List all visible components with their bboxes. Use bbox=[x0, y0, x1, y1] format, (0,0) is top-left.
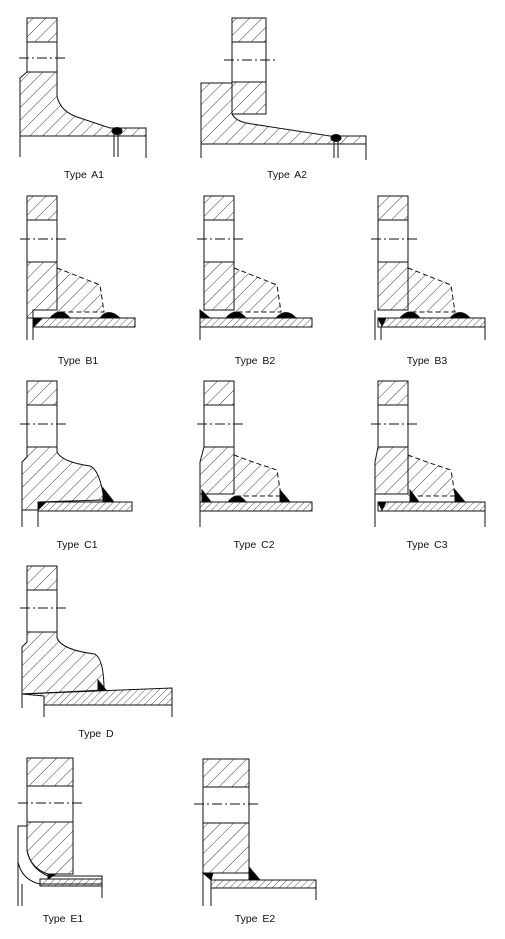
weld-icon bbox=[377, 317, 387, 328]
weld-icon bbox=[226, 495, 248, 503]
label-type-d: Type D bbox=[78, 728, 114, 740]
figure-type-b2 bbox=[197, 195, 313, 340]
label-type-b1: Type B1 bbox=[57, 355, 99, 367]
weld-icon bbox=[377, 501, 387, 512]
weld-icon bbox=[274, 312, 298, 319]
figure-type-e2 bbox=[194, 758, 317, 906]
weld-icon bbox=[454, 488, 467, 503]
figure-type-b1 bbox=[20, 195, 136, 340]
figure-type-e1 bbox=[17, 757, 103, 906]
figure-type-c3 bbox=[371, 380, 486, 527]
weld-icon bbox=[111, 127, 123, 135]
weld-icon bbox=[48, 311, 72, 319]
weld-icon bbox=[409, 488, 420, 503]
figure-type-a1 bbox=[19, 17, 147, 158]
weld-icon bbox=[199, 308, 212, 319]
figure-type-c2 bbox=[197, 380, 313, 527]
label-type-c3: Type C3 bbox=[406, 539, 448, 551]
label-type-c2: Type C2 bbox=[233, 539, 275, 551]
weld-icon bbox=[32, 317, 44, 329]
weld-icon bbox=[102, 486, 116, 503]
weld-icon bbox=[279, 488, 292, 503]
label-type-e2: Type E2 bbox=[234, 913, 276, 925]
weld-icon bbox=[248, 865, 262, 881]
figure-type-a2 bbox=[200, 17, 367, 160]
weld-icon bbox=[37, 501, 48, 512]
label-type-a1: Type A1 bbox=[64, 169, 104, 181]
figure-type-b3 bbox=[371, 195, 486, 340]
weld-icon bbox=[398, 311, 422, 319]
weld-icon bbox=[47, 873, 58, 880]
label-type-c1: Type C1 bbox=[56, 539, 98, 551]
figure-type-d bbox=[20, 565, 173, 717]
label-type-e1: Type E1 bbox=[42, 913, 84, 925]
weld-icon bbox=[97, 678, 108, 691]
weld-icon bbox=[201, 872, 214, 881]
weld-icon bbox=[224, 311, 248, 319]
weld-icon bbox=[448, 312, 472, 319]
weld-icon bbox=[201, 488, 212, 503]
weld-icon bbox=[99, 312, 122, 319]
label-type-b2: Type B2 bbox=[234, 355, 276, 367]
label-type-a2: Type A2 bbox=[267, 169, 307, 181]
label-type-b3: Type B3 bbox=[406, 355, 448, 367]
weld-icon bbox=[330, 134, 342, 142]
figure-type-c1 bbox=[20, 380, 133, 527]
